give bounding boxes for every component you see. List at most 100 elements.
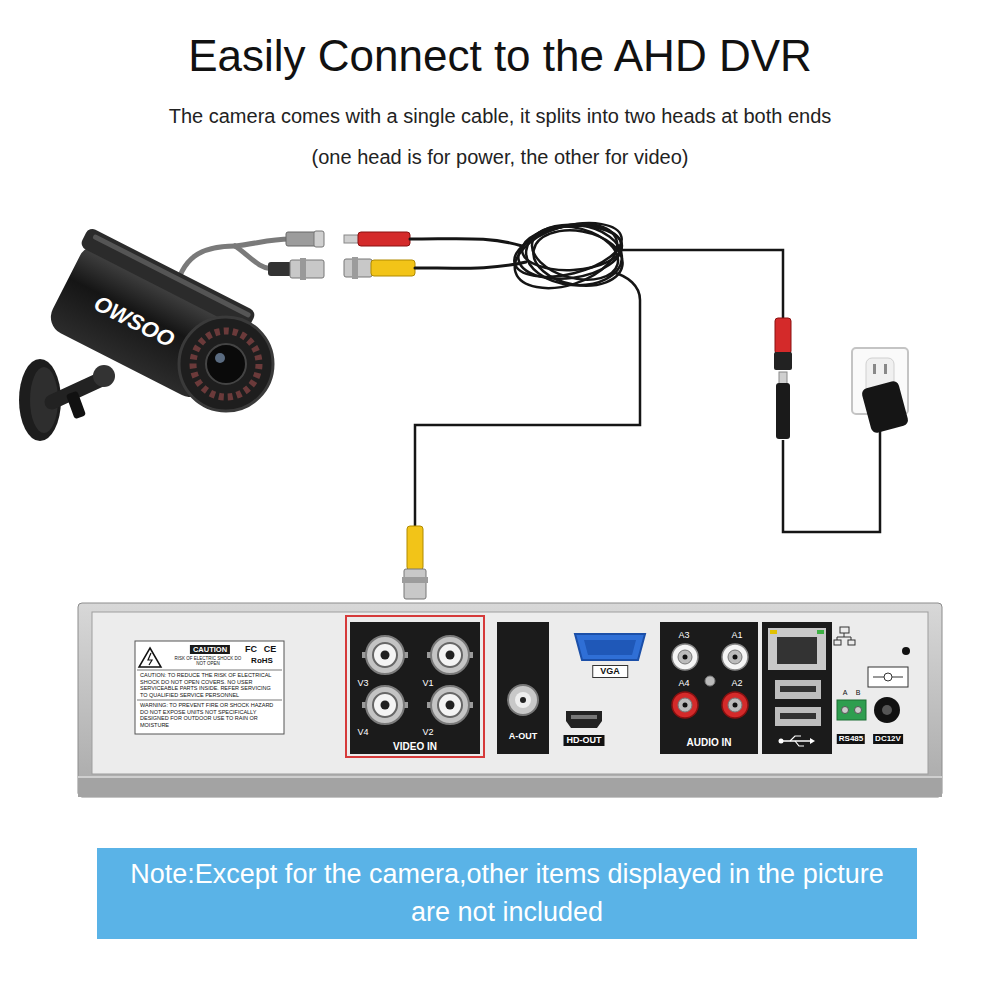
cable-coil (507, 212, 628, 300)
camera-front (179, 317, 273, 411)
caution-heading: CAUTION (190, 645, 230, 654)
audio-in-ports (660, 622, 758, 754)
power-wire (618, 250, 880, 532)
network-usb-panel (780, 686, 816, 692)
camera-front (215, 353, 225, 363)
port-label: RS485 (837, 734, 865, 744)
audio-in-ports (722, 644, 748, 670)
right-panel-parts (834, 640, 841, 645)
wall-outlet (873, 364, 876, 374)
power-adapter (861, 380, 910, 434)
dc-socket-red (774, 352, 792, 370)
right-panel-parts (882, 705, 892, 715)
port-group-label: AUDIO IN (687, 737, 732, 749)
pigtail-bnc-socket (268, 262, 292, 276)
port-label: V1 (422, 678, 433, 689)
right-panel-parts (884, 673, 892, 681)
audio-out-port (497, 622, 549, 754)
hdmi-port (566, 711, 602, 728)
video-in-ports (362, 636, 408, 674)
port-label: V3 (357, 678, 368, 689)
pigtail-bnc-socket (290, 260, 324, 278)
dc-plug-red (358, 232, 410, 246)
port-label: V4 (357, 727, 368, 738)
network-usb-panel (783, 740, 810, 742)
caution-text: CAUTION: TO REDUCE THE RISK OF ELECTRICA… (140, 672, 279, 698)
port-label: A3 (678, 630, 689, 641)
video-in-ports (350, 622, 480, 754)
right-panel-parts (837, 633, 851, 640)
network-usb-panel (775, 707, 821, 726)
port-label: VGA (592, 665, 628, 678)
caution-sticker (135, 641, 284, 734)
dvr-body (78, 603, 942, 797)
pigtail-dc-socket (314, 231, 324, 247)
port-label: A2 (731, 678, 742, 689)
network-usb-panel (777, 637, 817, 664)
dc-socket-red (774, 318, 792, 370)
vga-port (584, 640, 636, 655)
dvr-body (78, 776, 942, 778)
network-usb-panel (768, 628, 826, 670)
extension-cable (410, 239, 526, 269)
caution-sticker (137, 700, 282, 701)
bnc-plug-vertical (407, 526, 423, 570)
video-wire (415, 272, 640, 528)
pin-label: A (843, 689, 848, 697)
video-in-ports (427, 686, 473, 724)
pigtail-bnc-socket (268, 258, 324, 280)
dc-socket-red (775, 318, 791, 354)
pigtail-dc-socket (286, 231, 324, 247)
caution-sticker (135, 641, 284, 734)
bnc-plug-vertical (402, 577, 428, 583)
cable-coil (507, 212, 626, 300)
vga-port (575, 634, 645, 660)
right-panel-parts (848, 640, 855, 645)
pigtail-bnc-socket (300, 258, 306, 280)
port-label: V2 (422, 727, 433, 738)
right-panel-parts (873, 677, 884, 678)
dc-plug-black (779, 372, 787, 384)
diagram-title: Easily Connect to the AHD DVR (0, 30, 1000, 83)
port-label: A4 (678, 678, 689, 689)
cert-mark: RoHS (251, 656, 273, 666)
dvr-body (92, 612, 928, 774)
audio-in-ports (672, 692, 698, 718)
camera-pigtail (235, 239, 290, 246)
cert-mark: FC (245, 644, 257, 655)
extension-cable (415, 262, 526, 268)
camera-pigtail (235, 246, 272, 269)
audio-out-port (520, 697, 526, 703)
extension-cable (410, 239, 522, 246)
camera-mount (19, 359, 115, 441)
right-panel-parts (892, 677, 903, 678)
dc-plug-black (776, 383, 790, 439)
caution-sticker (137, 670, 282, 671)
port-label: A-OUT (509, 731, 538, 742)
dvr-body (78, 776, 942, 797)
hdmi-port (566, 711, 602, 728)
hdmi-port (571, 715, 597, 719)
right-panel-parts (840, 627, 849, 633)
note-banner: Note:Except for the camera,other items d… (97, 848, 917, 939)
right-panel-parts (868, 667, 908, 687)
port-group-label: VIDEO IN (393, 741, 437, 753)
power-wire (618, 250, 783, 320)
port-label: DC12V (873, 734, 903, 744)
caution-text: WARNING: TO PREVENT FIRE OR SHOCK HAZARD… (140, 702, 279, 728)
network-usb-panel (770, 630, 777, 634)
network-usb-panel (775, 680, 821, 699)
right-panel-parts (834, 627, 910, 723)
audio-in-ports (660, 622, 758, 754)
power-wire (783, 430, 880, 532)
right-panel-parts (902, 647, 910, 655)
right-panel-parts (874, 697, 900, 723)
network-usb-panel (779, 739, 784, 744)
dvr-body (78, 603, 942, 797)
note-text: Note:Except for the camera,other items d… (127, 856, 887, 931)
audio-in-ports (722, 692, 748, 718)
network-usb-panel (795, 741, 804, 746)
network-usb-panel (790, 736, 801, 741)
video-in-ports (350, 622, 480, 754)
